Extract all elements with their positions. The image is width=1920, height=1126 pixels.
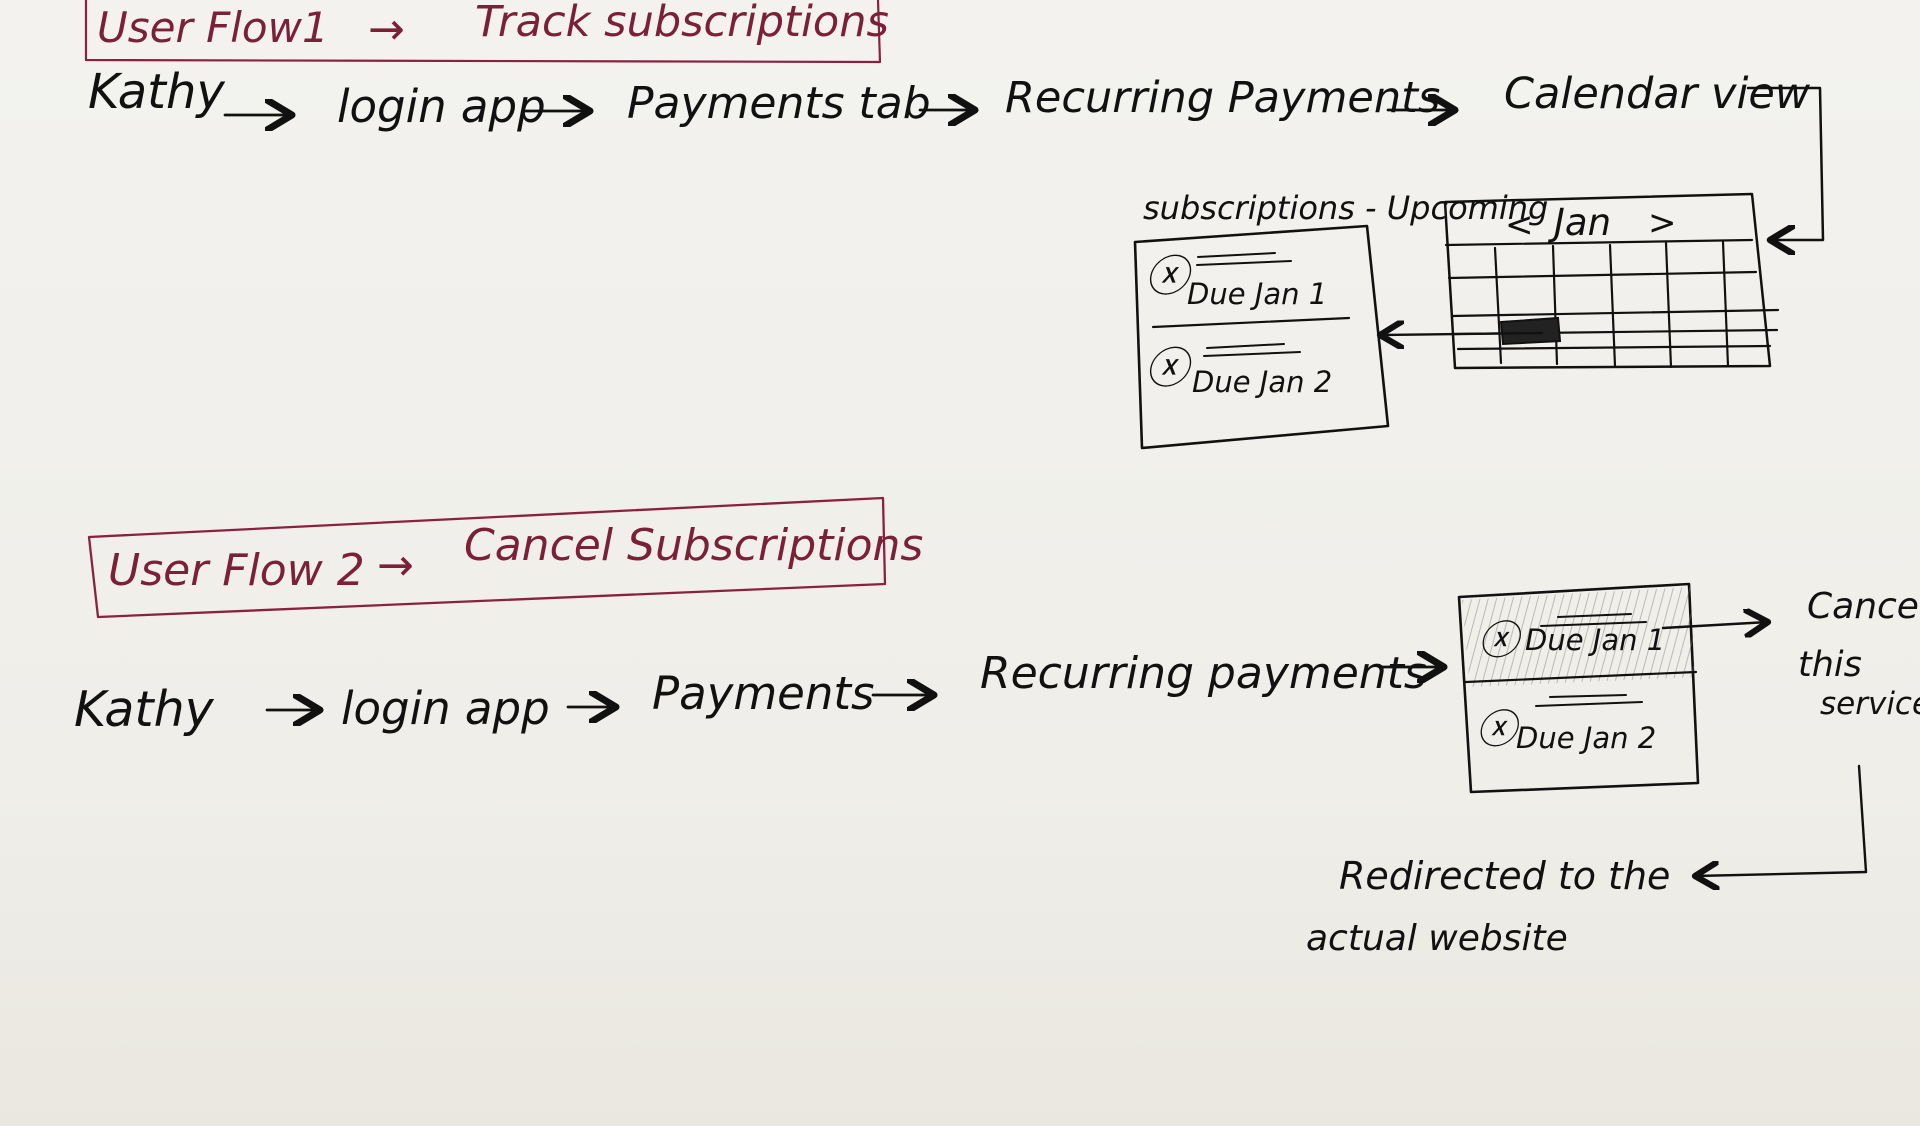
flow2-redirect-note: Redirected to the actual website — [1306, 854, 1670, 959]
flow1-calendar-prev: < — [1505, 205, 1534, 245]
flow2-subscription-card — [1457, 582, 1700, 794]
flow2-subscription-2-due: Due Jan 2 — [1516, 721, 1656, 755]
flow1-header: User Flow1 → Track subscriptions — [84, 0, 889, 64]
flow2-subscription-1-icon: ⓧ — [1478, 618, 1524, 664]
flow2-cancel-line-3: service — [1820, 686, 1920, 722]
flow2-step-payments: Payments — [652, 667, 874, 720]
flow2-subscription-2-name-lines — [1535, 694, 1643, 707]
flow1-steps: Kathy login app Payments tab Recurring P… — [88, 64, 1825, 240]
flow1-subscription-1-due: Due Jan 1 — [1187, 277, 1327, 311]
flow2-cancel-line-1: Cancel — [1807, 586, 1920, 627]
flow2-redirect-line-1: Redirected to the — [1339, 854, 1670, 898]
flow2-cancel-line-2: this — [1798, 645, 1862, 685]
flow1-calendar-frame — [1443, 192, 1772, 370]
flow1-arrow-to-calendar — [1746, 86, 1825, 240]
flow2-title: Cancel Subscriptions — [464, 520, 923, 571]
flow1-calendar-month: Jan — [1547, 201, 1611, 244]
flow1-subscription-panel: subscriptions - Upcoming ⓧ Due Jan 1 ⓧ D… — [1133, 189, 1548, 450]
flow2-cancel-arrow — [1661, 622, 1768, 628]
flow1-step-recurring: Recurring Payments — [1005, 73, 1440, 123]
flow2-step-recurring: Recurring payments — [980, 648, 1427, 699]
flow1-subscription-divider — [1151, 316, 1351, 329]
flow1-selected-date-cell — [1499, 316, 1562, 346]
flow2-subscription-1-due: Due Jan 1 — [1525, 623, 1665, 657]
flow1-panel-label: subscriptions - Upcoming — [1143, 189, 1548, 227]
flow2-header: User Flow 2 → Cancel Subscriptions — [87, 496, 923, 619]
flow1-header-label: User Flow1 — [97, 3, 329, 52]
flow1-step-login: login app — [337, 80, 546, 133]
flow1-subscription-2-due: Due Jan 2 — [1192, 365, 1332, 399]
flow2-steps: Kathy login app Payments Recurring payme… — [74, 648, 1444, 738]
flow1-calendar-next: > — [1648, 203, 1677, 243]
flow2-header-arrow: → — [377, 540, 414, 591]
flow1-subscription-card — [1133, 224, 1390, 450]
flow1-subscription-2-icon: ⓧ — [1145, 344, 1194, 394]
flow1-title: Track subscriptions — [475, 0, 889, 47]
flow2-redirect-line-2: actual website — [1306, 918, 1568, 959]
flow1-calendar: < Jan > — [1380, 192, 1780, 370]
flow2-subscription-divider — [1464, 670, 1698, 684]
flow2-header-label: User Flow 2 — [108, 545, 365, 596]
flow2-subscription-2-icon: ⓧ — [1476, 707, 1522, 753]
flow2-step-login: login app — [341, 682, 550, 735]
flow1-step-user: Kathy — [88, 64, 225, 120]
flow1-calendar-row-lines — [1444, 238, 1780, 351]
flow1-header-arrow: → — [368, 4, 405, 55]
flow2-selected-subscription-highlight — [1462, 587, 1695, 687]
flow1-header-box — [84, 0, 882, 64]
flow2-redirect-arrow — [1695, 764, 1868, 876]
flow1-calendar-column-lines — [1493, 240, 1730, 369]
flow2-step-user: Kathy — [74, 681, 215, 738]
flow2-header-box — [87, 496, 887, 619]
flow1-selected-date-arrow — [1380, 333, 1544, 335]
flow1-step-calendar: Calendar view — [1504, 69, 1811, 119]
flow1-subscription-1-name-lines — [1196, 252, 1292, 266]
flow2-subscription-panel: ⓧ Due Jan 1 ⓧ Due Jan 2 — [1457, 582, 1700, 794]
flow2-cancel-action: Cancel this service — [1661, 586, 1920, 876]
flow1-step-payments-tab: Payments tab — [627, 78, 931, 129]
flow1-subscription-1-icon: ⓧ — [1145, 252, 1194, 302]
flow2-subscription-1-name-lines — [1540, 613, 1647, 627]
flow1-subscription-2-name-lines — [1203, 343, 1301, 357]
